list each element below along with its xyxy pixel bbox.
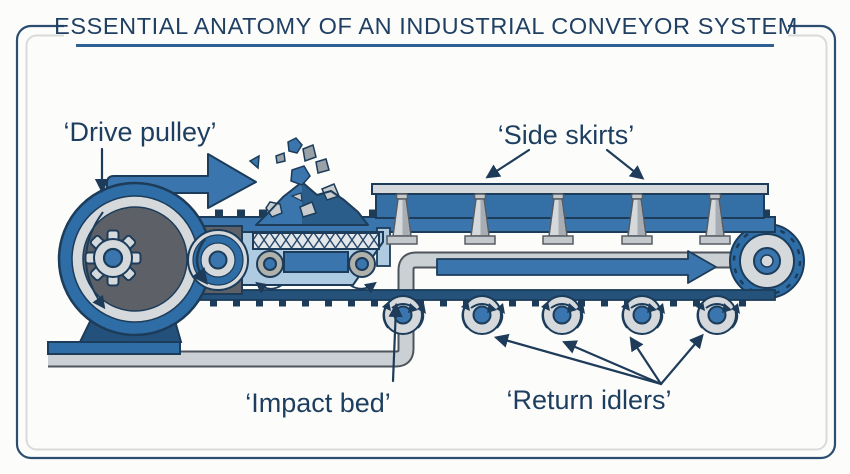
impact-bed-label: ‘Impact bed’ [245,388,391,418]
return-idlers-label: ‘Return idlers’ [506,385,671,415]
page-title: ESSENTIAL ANATOMY OF AN INDUSTRIAL CONVE… [54,13,798,39]
callout-arrows [94,147,704,386]
side-skirts-arrow-right [605,148,645,180]
return-idlers-arrow-3 [629,336,663,386]
impact-bed-crosshatch [252,232,380,250]
return-idlers-arrow-1 [493,333,663,386]
tail-pulley [739,233,795,289]
drive-pulley [57,181,213,337]
impact-bed-arrow [388,302,403,383]
impact-roller-right [348,250,376,278]
title-block: ESSENTIAL ANATOMY OF AN INDUSTRIAL CONVE… [54,8,798,47]
side-skirts-label: ‘Side skirts’ [498,120,635,150]
material-pile [255,181,369,226]
return-idlers [381,295,741,335]
gear-icon [84,229,142,287]
impact-bed [222,231,384,294]
title-underline [76,44,774,47]
return-idlers-arrow-4 [659,333,704,386]
snub-pulley [187,229,249,291]
skirt-top-rail [371,183,769,195]
drive-pulley-label: ‘Drive pulley’ [63,117,216,147]
impact-bed-frame [283,251,349,273]
return-idlers-arrow-2 [562,340,663,386]
drive-pulley-footing [47,341,181,355]
side-skirts-arrow-left [485,148,531,179]
side-skirts [371,183,769,267]
impact-roller-left [256,250,284,278]
skirt-panel [375,193,765,219]
falling-debris [248,137,330,186]
flow-arrow [436,250,717,284]
